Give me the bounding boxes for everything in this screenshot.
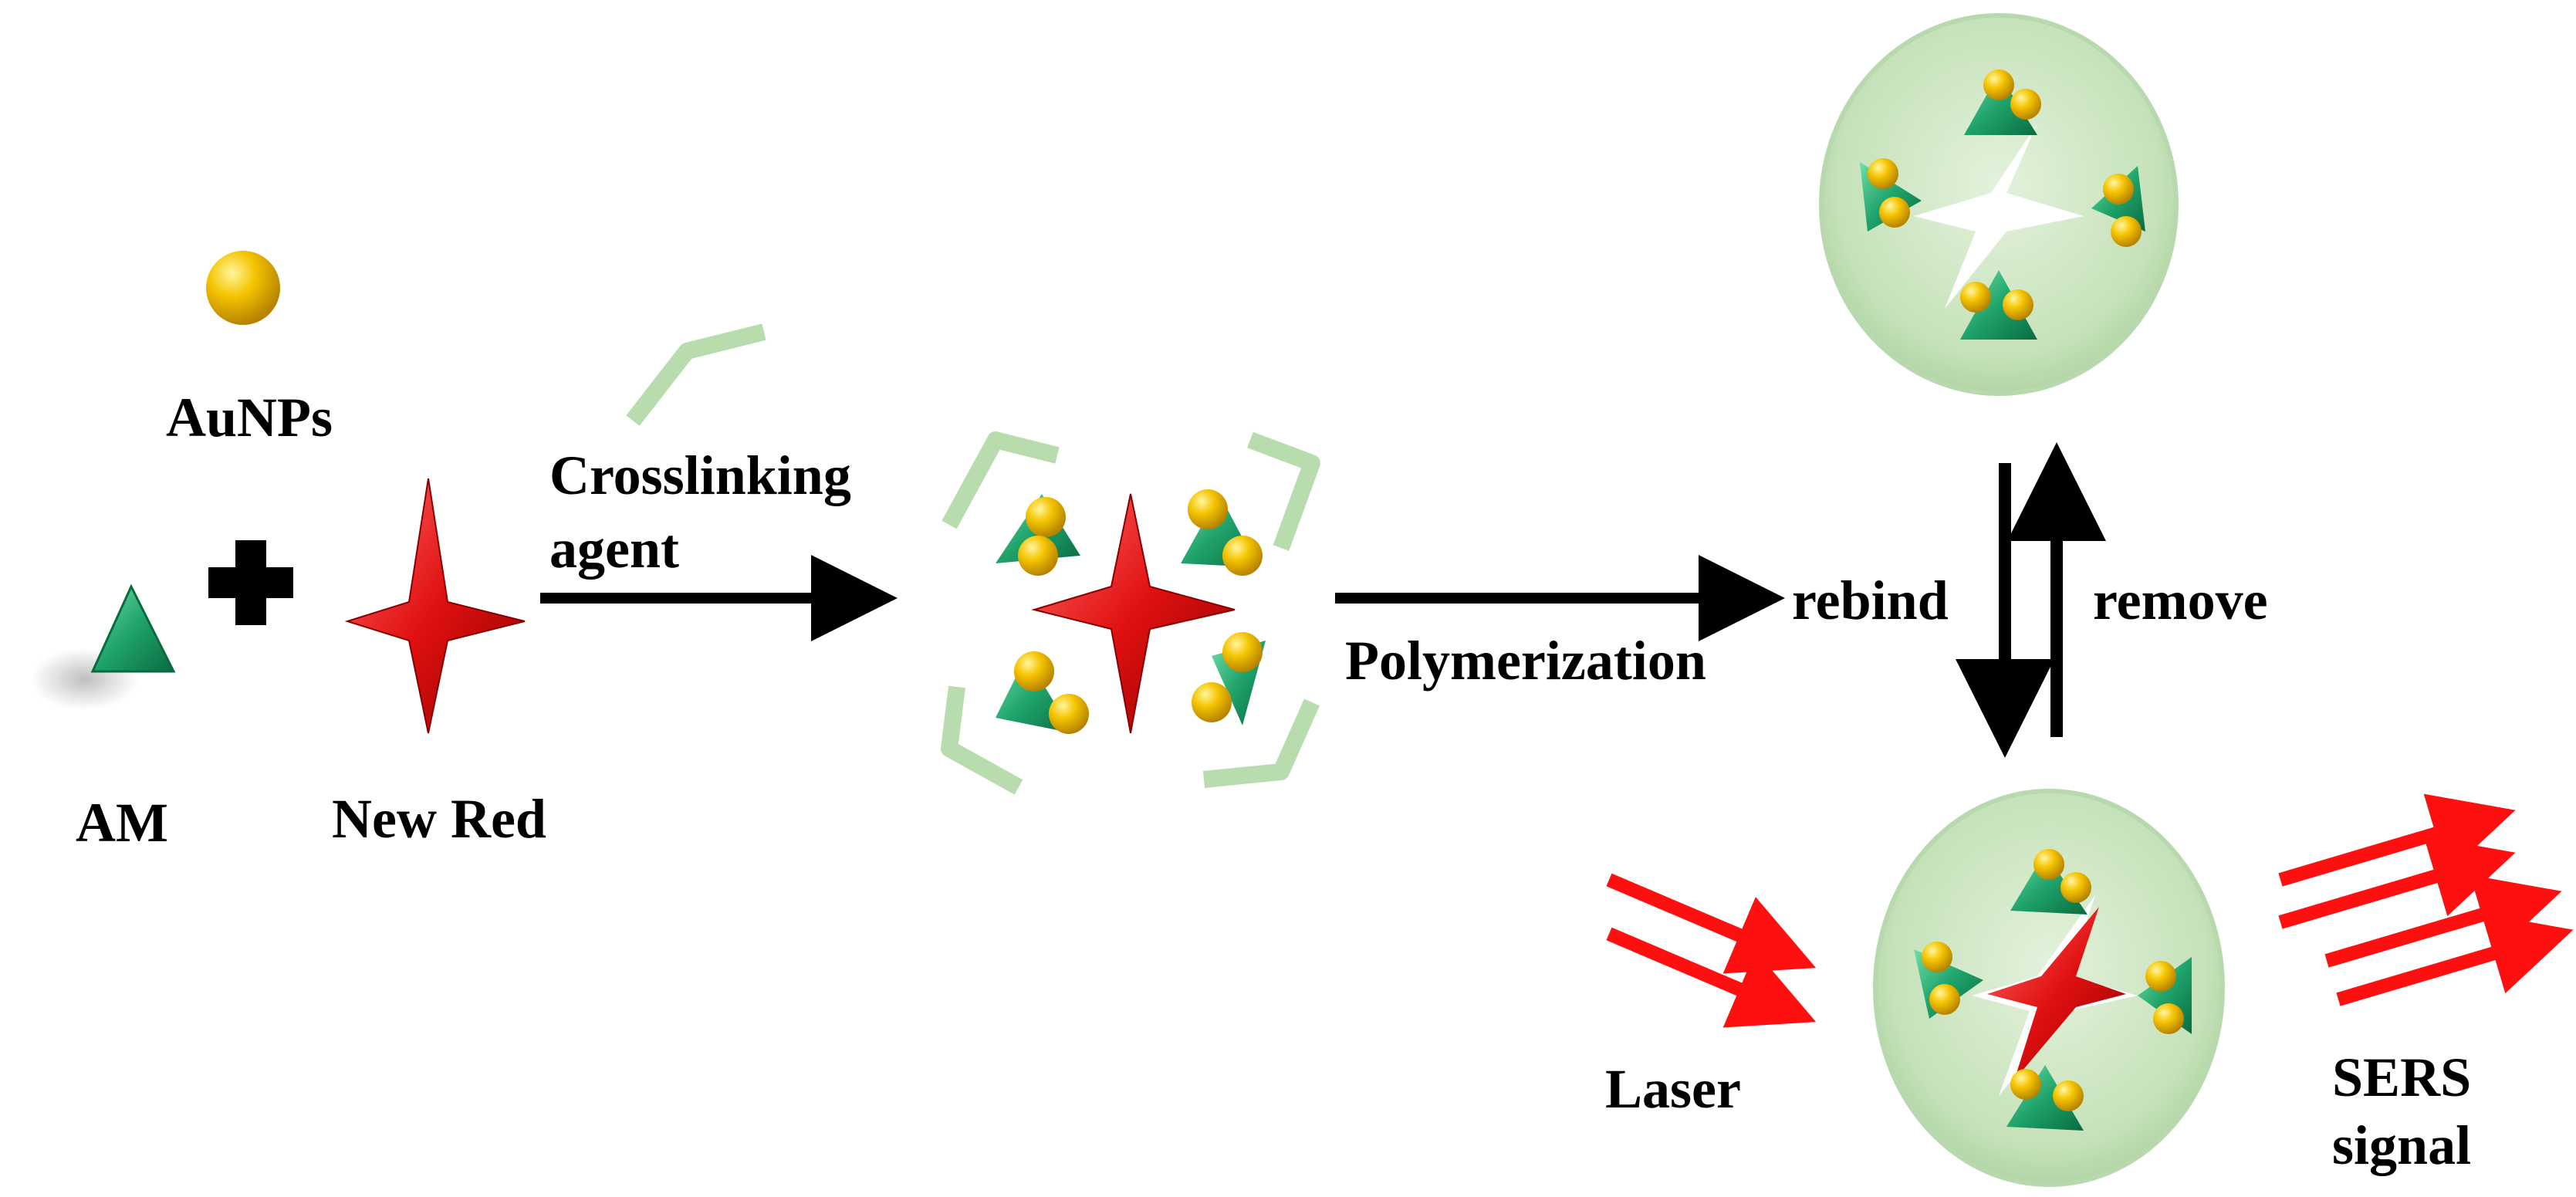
gold-nanoparticle-icon <box>206 251 280 325</box>
imprinted-polymer-empty <box>1819 13 2179 396</box>
label-agent: agent <box>549 518 679 580</box>
label-new-red: New Red <box>332 788 546 850</box>
template-star-icon <box>344 478 526 734</box>
monomer-triangle-icon <box>31 583 176 710</box>
label-polymerization: Polymerization <box>1345 630 1706 691</box>
laser-beam-icon <box>1606 873 1817 1028</box>
prepolymer-complex <box>941 431 1320 795</box>
label-am: AM <box>76 792 168 854</box>
label-laser: Laser <box>1605 1058 1741 1120</box>
plus-icon <box>208 540 293 625</box>
label-aunps: AuNPs <box>166 387 333 448</box>
label-signal: signal <box>2332 1114 2472 1176</box>
label-crosslinking: Crosslinking <box>549 445 851 506</box>
crosslinker-icon <box>626 323 766 426</box>
sers-signal-beam-icon <box>2278 793 2574 1006</box>
label-rebind: rebind <box>1792 570 1949 631</box>
imprinted-polymer-rebound <box>1873 789 2225 1187</box>
label-remove: remove <box>2093 570 2268 631</box>
label-sers: SERS <box>2332 1047 2472 1108</box>
